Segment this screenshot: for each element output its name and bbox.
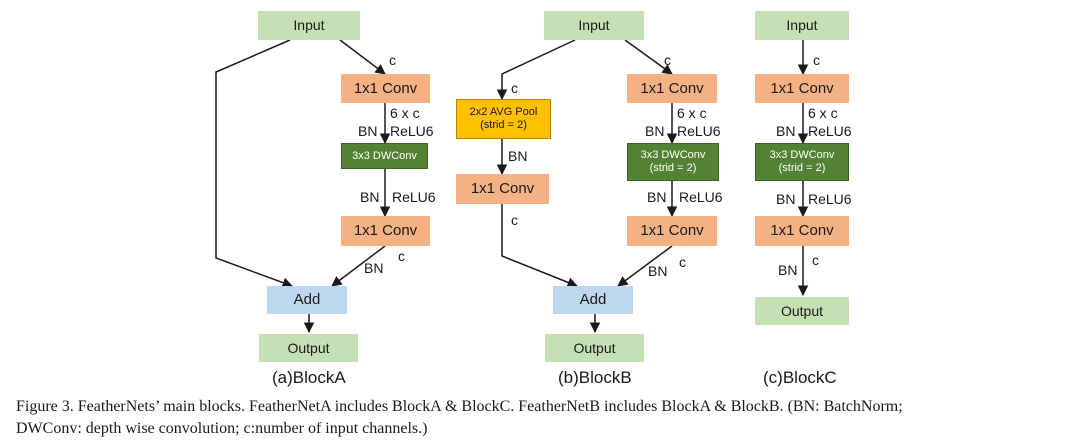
block-c-output-node: Output: [755, 297, 849, 325]
block-c-dwconv-line2: (strid = 2): [778, 162, 826, 174]
block-a-label-c-bottom: c: [398, 248, 405, 264]
edge-b-conv-add: [501, 204, 578, 288]
block-a-label-c-top: c: [389, 52, 396, 68]
block-a-label-bn-1: BN: [358, 123, 378, 139]
block-b-conv1-node: 1x1 Conv: [627, 74, 717, 103]
block-b-pool-line1: 2x2 AVG Pool: [469, 106, 538, 119]
block-b-label-relu-2: ReLU6: [679, 189, 723, 205]
block-b-label-bn-3: BN: [648, 263, 668, 279]
figure-caption-line1: Figure 3. FeatherNets’ main blocks. Feat…: [16, 398, 903, 415]
block-c-label-bn-3: BN: [778, 262, 798, 278]
edge-b-conv2-add: [617, 245, 673, 287]
block-c-caption: (c)BlockC: [763, 368, 837, 387]
block-c-label-relu-1: ReLU6: [808, 123, 852, 139]
block-b-input-text: Input: [578, 17, 610, 34]
block-b-label-bn-1: BN: [645, 123, 665, 139]
block-b-output-node: Output: [545, 334, 644, 362]
block-b-caption: (b)BlockB: [558, 368, 632, 387]
block-b-conv-left-text: 1x1 Conv: [470, 180, 535, 198]
block-c-input-text: Input: [786, 17, 818, 34]
block-a-conv1-node: 1x1 Conv: [341, 74, 430, 103]
block-a-label-bn-3: BN: [364, 260, 384, 276]
block-b-pool-node: 2x2 AVG Pool(strid = 2): [456, 99, 551, 139]
block-a-output-node: Output: [259, 334, 358, 362]
block-c-dwconv-node: 3x3 DWConv(strid = 2): [755, 143, 849, 181]
block-c-conv1-text: 1x1 Conv: [770, 79, 834, 97]
block-a-input-text: Input: [293, 17, 325, 34]
block-a-label-bn-2: BN: [360, 189, 380, 205]
block-a-conv2-node: 1x1 Conv: [341, 216, 430, 246]
block-c-label-bn-1: BN: [776, 123, 796, 139]
block-a-label-6xc: 6 x c: [390, 105, 420, 121]
block-c-conv2-text: 1x1 Conv: [770, 222, 834, 240]
block-c-output-text: Output: [780, 302, 824, 319]
block-b-label-relu-1: ReLU6: [677, 123, 721, 139]
block-b-add-node: Add: [553, 286, 633, 314]
block-b-dwconv-line1: 3x3 DWConv: [640, 149, 706, 162]
block-c-label-relu-2: ReLU6: [808, 191, 852, 207]
block-b-conv2-text: 1x1 Conv: [640, 222, 704, 240]
block-c-conv2-node: 1x1 Conv: [755, 216, 849, 246]
block-b-conv2-node: 1x1 Conv: [627, 216, 717, 246]
block-a-caption: (a)BlockA: [272, 368, 346, 387]
block-a-dwconv-node: 3x3 DWConv: [341, 143, 428, 169]
edge-b-input-conv1: [624, 39, 673, 75]
block-a-input-node: Input: [258, 11, 360, 40]
block-a-dwconv-text: 3x3 DWConv: [352, 149, 417, 162]
edge-a-skip: [215, 39, 293, 288]
block-c-label-c-bottom: c: [812, 252, 819, 268]
block-b-dwconv-node: 3x3 DWConv(strid = 2): [627, 143, 719, 181]
block-c-dwconv-line1: 3x3 DWConv: [769, 149, 835, 162]
block-b-label-c-bottom: c: [679, 254, 686, 270]
block-a-output-text: Output: [287, 339, 330, 356]
figure-caption: Figure 3. FeatherNets’ main blocks. Feat…: [16, 396, 1056, 440]
block-b-pool-line2: (strid = 2): [480, 119, 527, 131]
block-c-label-6xc: 6 x c: [808, 105, 838, 121]
block-a-label-relu-1: ReLU6: [390, 123, 434, 139]
block-c-input-node: Input: [755, 11, 849, 40]
figure-caption-line2: DWConv: depth wise convolution; c:number…: [16, 420, 428, 437]
block-b-label-c-left-top: c: [511, 80, 518, 96]
edge-a-conv2-add: [331, 245, 386, 287]
block-b-label-6xc: 6 x c: [677, 105, 707, 121]
block-c-label-c-top: c: [813, 52, 820, 68]
block-b-conv-left-node: 1x1 Conv: [456, 174, 549, 204]
block-a-conv1-text: 1x1 Conv: [353, 79, 418, 97]
block-a-add-node: Add: [267, 286, 347, 314]
block-b-add-text: Add: [579, 291, 607, 309]
block-c-label-bn-2: BN: [776, 191, 796, 207]
block-b-input-node: Input: [544, 11, 644, 40]
block-a-label-relu-2: ReLU6: [392, 189, 436, 205]
block-b-conv1-text: 1x1 Conv: [640, 79, 704, 97]
block-b-label-bn-left: BN: [508, 148, 528, 164]
block-a-add-text: Add: [293, 291, 321, 309]
block-b-output-text: Output: [573, 339, 616, 356]
edge-a-input-conv1: [339, 39, 386, 75]
edge-b-input-pool: [496, 39, 576, 101]
block-b-label-c-left-bottom: c: [511, 212, 518, 228]
block-b-label-c-top: c: [664, 52, 671, 68]
block-c-conv1-node: 1x1 Conv: [755, 74, 849, 103]
block-a-conv2-text: 1x1 Conv: [353, 222, 418, 240]
block-b-label-bn-2: BN: [647, 189, 667, 205]
block-b-dwconv-line2: (strid = 2): [649, 162, 697, 174]
